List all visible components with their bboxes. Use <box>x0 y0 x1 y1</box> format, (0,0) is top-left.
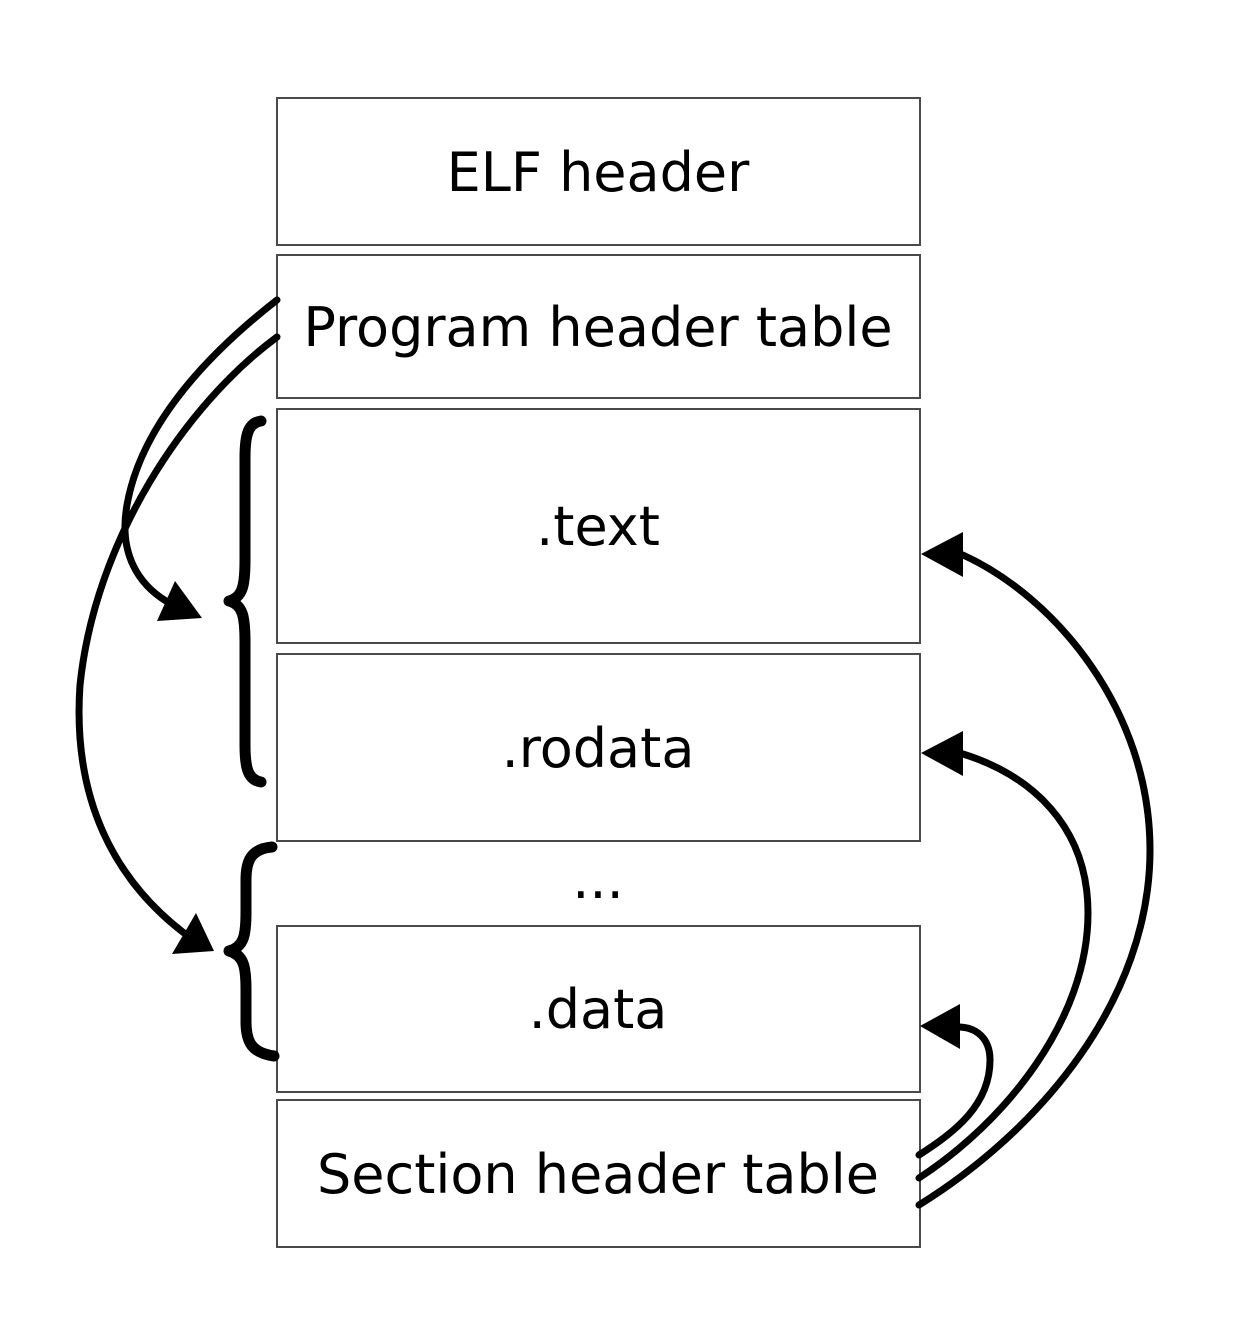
shdr-to-text-arrowhead <box>921 532 963 577</box>
section-header-table-label: Section header table <box>317 1143 879 1206</box>
shdr-to-rodata-arrow <box>915 750 1092 1182</box>
program-header-arrows <box>75 296 281 954</box>
text-section-label: .text <box>536 495 660 558</box>
shdr-to-rodata-arrowhead <box>921 731 963 776</box>
phdr-to-data-arrowhead <box>172 913 214 954</box>
elf-header-box <box>276 97 921 246</box>
shdr-to-data-arrow <box>915 1023 994 1159</box>
phdr-to-data-arrow <box>75 333 281 937</box>
program-header-table-box <box>276 254 921 399</box>
rodata-section-box <box>276 653 921 842</box>
section-header-table-box <box>276 1099 921 1248</box>
ellipsis-label: ... <box>572 848 624 911</box>
text-rodata-segment-brace <box>223 415 267 788</box>
elf-header-label: ELF header <box>447 141 750 204</box>
section-header-arrows <box>915 532 1154 1209</box>
data-section-label: .data <box>529 978 668 1041</box>
text-section-box <box>276 408 921 644</box>
program-header-table-label: Program header table <box>303 296 892 359</box>
section-boxes: ELF header Program header table .text .r… <box>276 97 921 1248</box>
data-section-box <box>276 925 921 1093</box>
ellipsis-data-segment-brace <box>223 841 280 1062</box>
segment-braces <box>223 415 280 1062</box>
rodata-section-label: .rodata <box>502 717 695 780</box>
shdr-to-text-arrow <box>915 551 1154 1209</box>
shdr-to-data-arrowhead <box>920 1004 960 1049</box>
phdr-to-text-rodata-arrow <box>121 296 281 605</box>
phdr-to-text-rodata-arrowhead <box>157 581 202 621</box>
